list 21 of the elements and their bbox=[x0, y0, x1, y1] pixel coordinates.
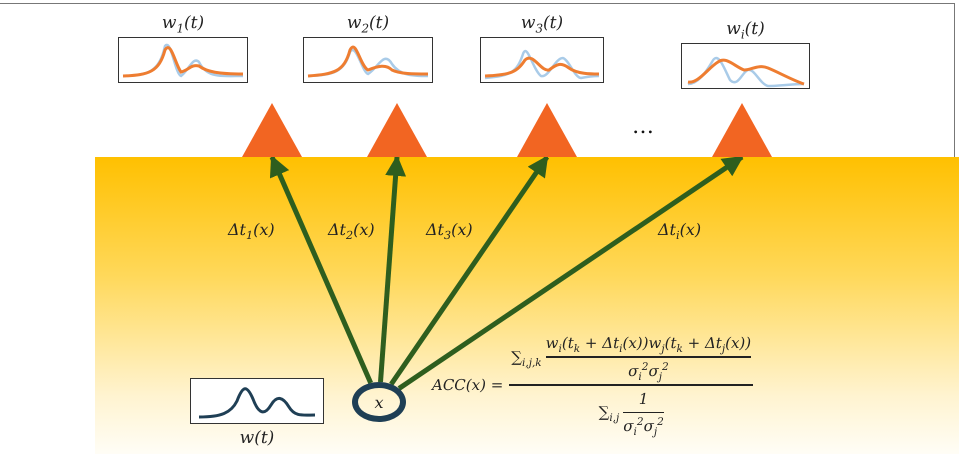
arrow bbox=[389, 155, 550, 386]
signal-label: w(t) bbox=[240, 428, 274, 448]
position-ellipse bbox=[352, 382, 406, 422]
sum-symbol: ∑$_{i,j}$ bbox=[598, 402, 620, 426]
arrow bbox=[378, 154, 406, 382]
signal-label: w$_{2}$(t) bbox=[346, 13, 390, 33]
edge-label: Δt$_{1}$(x) bbox=[228, 220, 275, 239]
arrow bbox=[270, 155, 373, 384]
edge-label: Δt$_{3}$(x) bbox=[426, 220, 473, 239]
arrow bbox=[398, 154, 744, 391]
signal-label: w$_{i}$(t) bbox=[726, 19, 765, 39]
signal-label: w$_{1}$(t) bbox=[162, 13, 204, 33]
position-label: x bbox=[374, 392, 384, 412]
formula-lhs: ACC(x) = bbox=[432, 374, 504, 396]
ellipsis: … bbox=[632, 114, 656, 139]
numerator: w$_{i}$(t$_{k}$ + Δt$_{i}$(x))w$_{j}$(t$_{k}$ + Δt$_{j}$(x)) bbox=[546, 333, 752, 356]
numerator: 1 bbox=[638, 388, 648, 410]
signal-label: w$_{3}$(t) bbox=[520, 13, 564, 33]
sum-symbol: ∑$_{i,j,k}$ bbox=[511, 346, 542, 370]
edge-label: Δt$_{i}$(x) bbox=[658, 220, 702, 239]
edge-label: Δt$_{2}$(x) bbox=[328, 220, 375, 239]
